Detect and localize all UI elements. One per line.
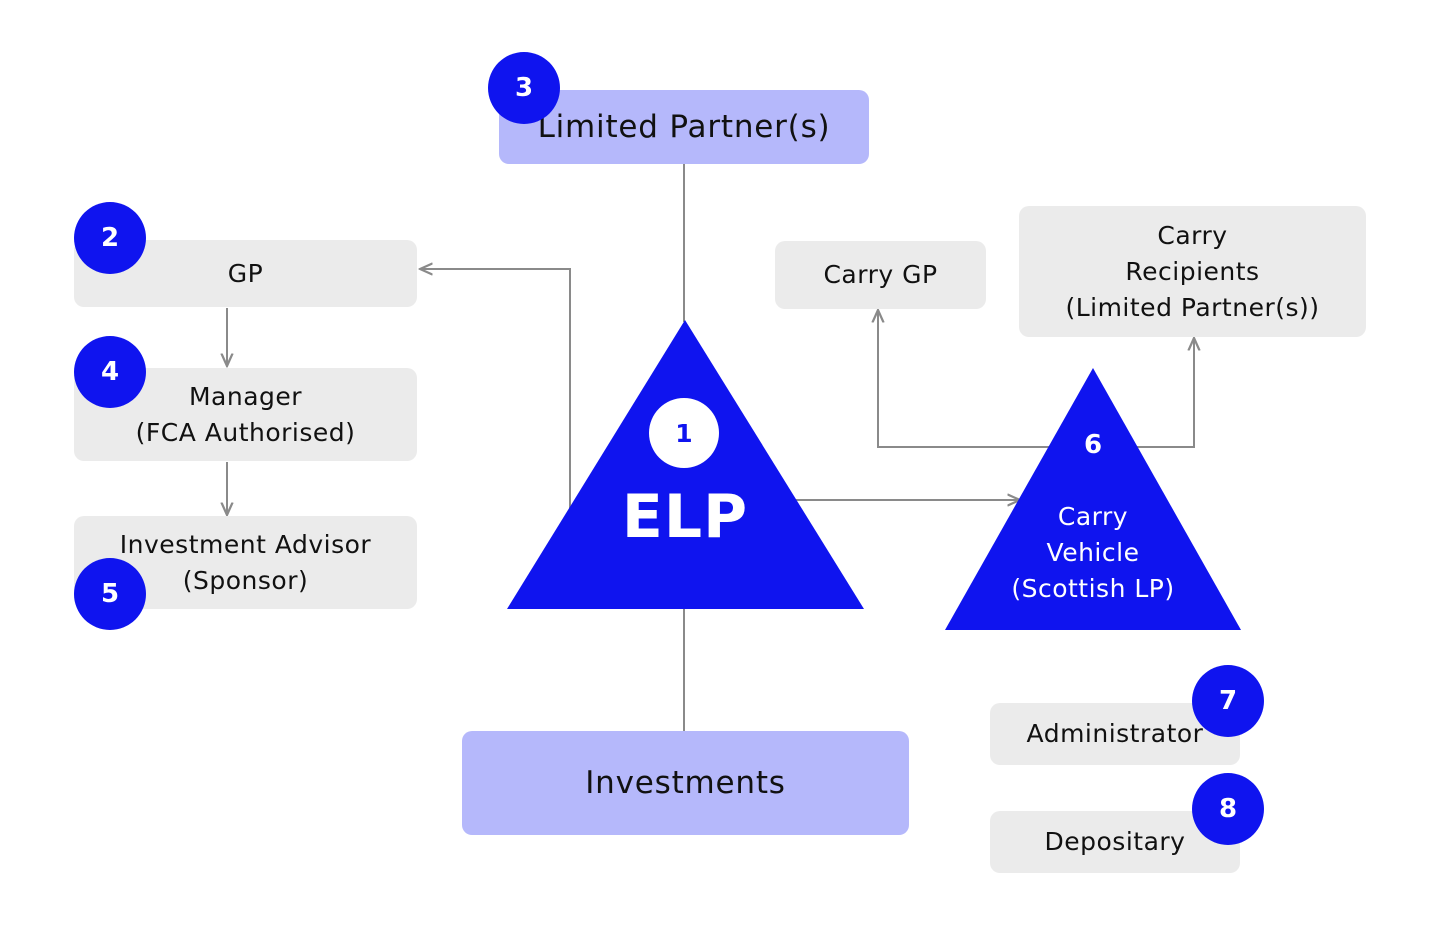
- badge-gp: 2: [74, 202, 146, 274]
- connector-carry-vehicle-carry-gp: [878, 310, 1060, 448]
- carry-recipients-line-3: (Limited Partner(s)): [1065, 292, 1320, 322]
- badge-depositary: 8: [1192, 773, 1264, 845]
- carry-vehicle-line-3: (Scottish LP): [1011, 574, 1175, 603]
- carry-vehicle-badge: 6: [1083, 430, 1103, 460]
- carry-gp-label: Carry GP: [823, 260, 938, 289]
- connector-carry-vehicle-recipients: [1134, 338, 1194, 448]
- badge-elp: 1: [649, 398, 719, 468]
- gp-label: GP: [227, 258, 264, 288]
- connector-elp-gp: [420, 269, 571, 510]
- manager-label: Manager: [188, 381, 303, 411]
- manager-box: Manager (FCA Authorised): [74, 368, 417, 461]
- badge-investment-advisor: 5: [74, 558, 146, 630]
- depositary-label: Depositary: [1044, 827, 1186, 856]
- carry-vehicle-label: Carry Vehicle (Scottish LP): [993, 499, 1193, 607]
- badge-limited-partners: 3: [488, 52, 560, 124]
- investment-advisor-sublabel: (Sponsor): [182, 565, 309, 595]
- limited-partners-label: Limited Partner(s): [537, 109, 831, 145]
- badge-administrator: 7: [1192, 665, 1264, 737]
- carry-vehicle-line-1: Carry: [1057, 502, 1129, 531]
- limited-partners-box: Limited Partner(s): [499, 90, 869, 164]
- elp-label: ELP: [621, 482, 749, 552]
- carry-recipients-box: Carry Recipients (Limited Partner(s)): [1019, 206, 1366, 337]
- carry-vehicle-line-2: Vehicle: [1046, 538, 1140, 567]
- carry-recipients-line-1: Carry: [1157, 220, 1228, 250]
- manager-sublabel: (FCA Authorised): [135, 417, 356, 447]
- carry-gp-box: Carry GP: [775, 241, 986, 309]
- investment-advisor-label: Investment Advisor: [119, 529, 372, 559]
- badge-manager: 4: [74, 336, 146, 408]
- administrator-label: Administrator: [1026, 719, 1204, 748]
- investments-label: Investments: [585, 765, 786, 801]
- investment-advisor-box: Investment Advisor (Sponsor): [74, 516, 417, 609]
- investments-box: Investments: [462, 731, 909, 835]
- carry-recipients-line-2: Recipients: [1125, 256, 1260, 286]
- carry-vehicle-triangle: [945, 368, 1241, 630]
